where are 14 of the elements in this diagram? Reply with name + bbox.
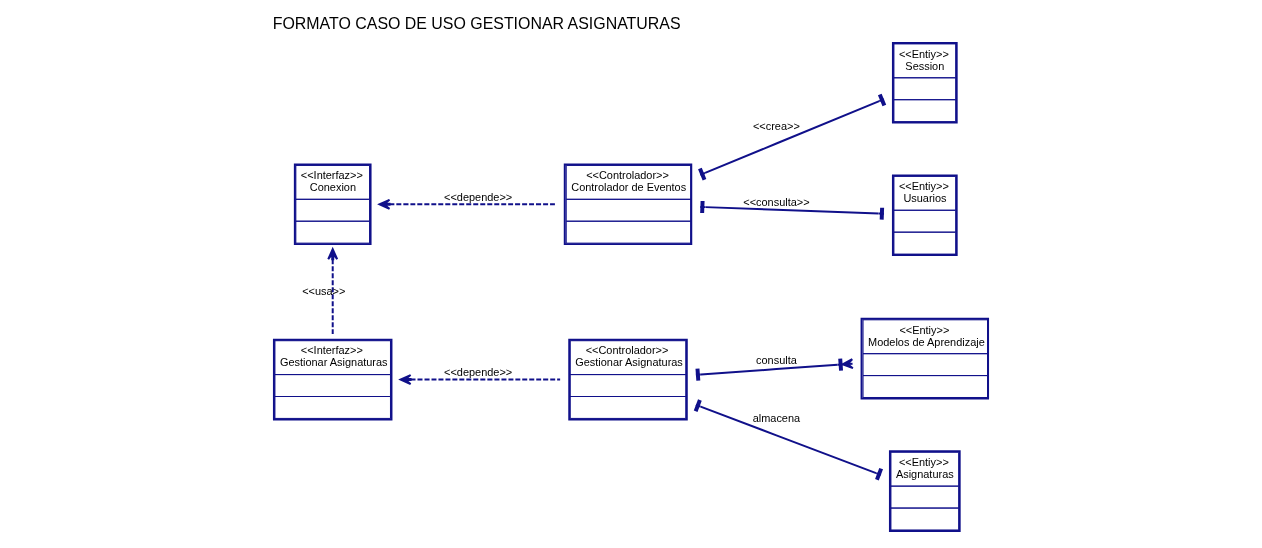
edge-label: <<depende>>: [444, 366, 513, 379]
connector: [699, 200, 885, 220]
connector: [693, 399, 883, 481]
arrow: [378, 198, 557, 210]
arrow: [327, 248, 339, 336]
edge-label: <<usa>>: [302, 284, 346, 297]
edge-label: consulta: [756, 354, 797, 367]
edge-label: <<depende>>: [444, 191, 513, 204]
edge-label: <<crea>>: [753, 120, 800, 133]
diagram-title: FORMATO CASO DE USO GESTIONAR ASIGNATURAS: [272, 14, 681, 32]
edge-label: <<consulta>>: [743, 196, 810, 209]
edge-label: almacena: [752, 412, 801, 425]
arrow: [399, 374, 562, 386]
connector: [698, 93, 887, 181]
